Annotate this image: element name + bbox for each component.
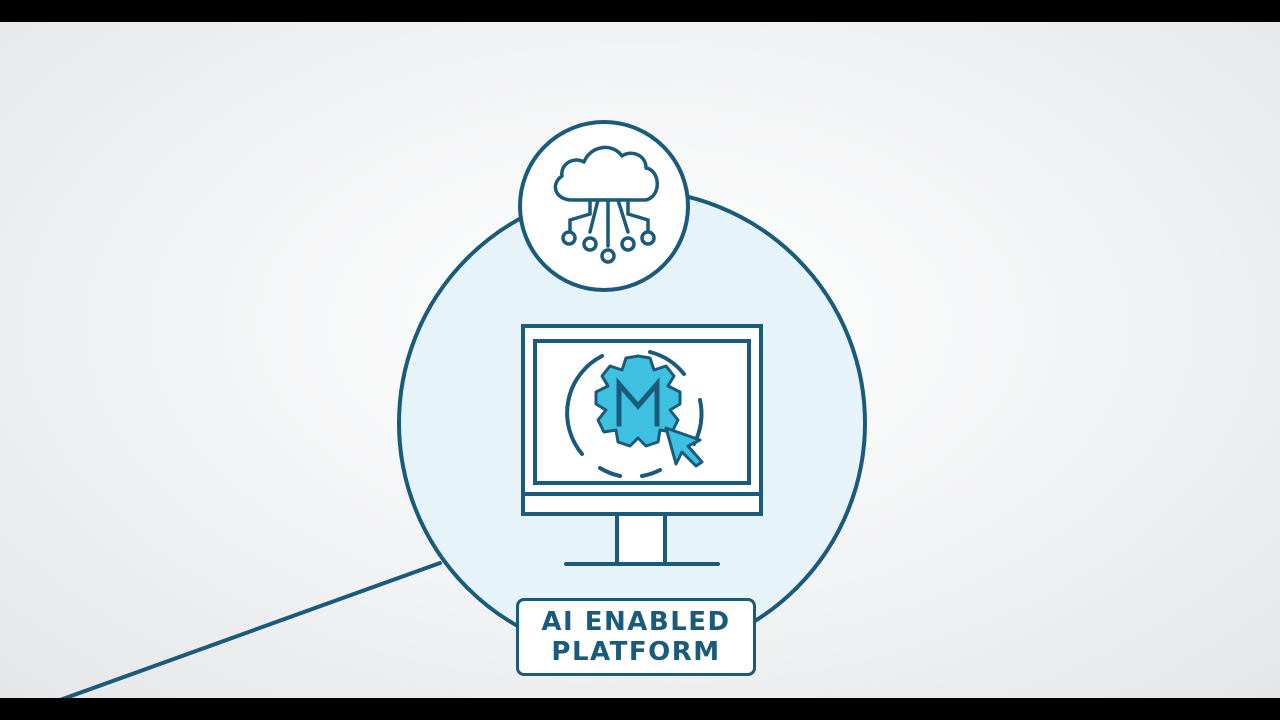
stage: AI ENABLED PLATFORM <box>0 22 1280 698</box>
connector-line <box>59 561 442 698</box>
mouse-cursor-icon <box>664 426 704 468</box>
label-line-2: PLATFORM <box>551 637 721 667</box>
label-line-1: AI ENABLED <box>541 607 731 637</box>
cloud-network-icon <box>518 120 690 292</box>
gear-m-logo-icon <box>565 350 704 478</box>
letterbox-bottom <box>0 698 1280 720</box>
illustration <box>59 120 867 698</box>
label-box: AI ENABLED PLATFORM <box>516 598 756 676</box>
letterbox-top <box>0 0 1280 22</box>
